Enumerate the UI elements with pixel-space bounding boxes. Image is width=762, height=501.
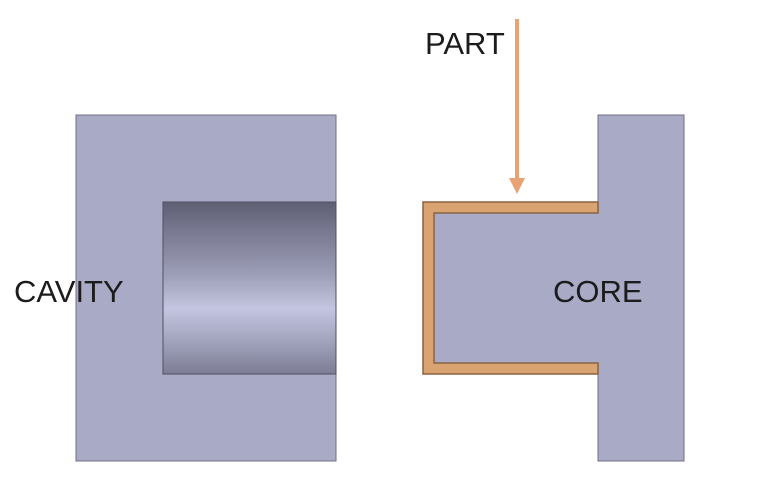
part-shell bbox=[422, 201, 599, 375]
part-label: PART bbox=[425, 26, 505, 61]
cavity-label: CAVITY bbox=[14, 274, 124, 309]
core-label: CORE bbox=[553, 274, 643, 309]
cavity-block bbox=[75, 114, 337, 462]
arrow-head bbox=[509, 178, 525, 194]
part-arrow bbox=[509, 19, 525, 194]
part-body bbox=[422, 201, 599, 375]
cavity-pocket bbox=[162, 201, 337, 375]
